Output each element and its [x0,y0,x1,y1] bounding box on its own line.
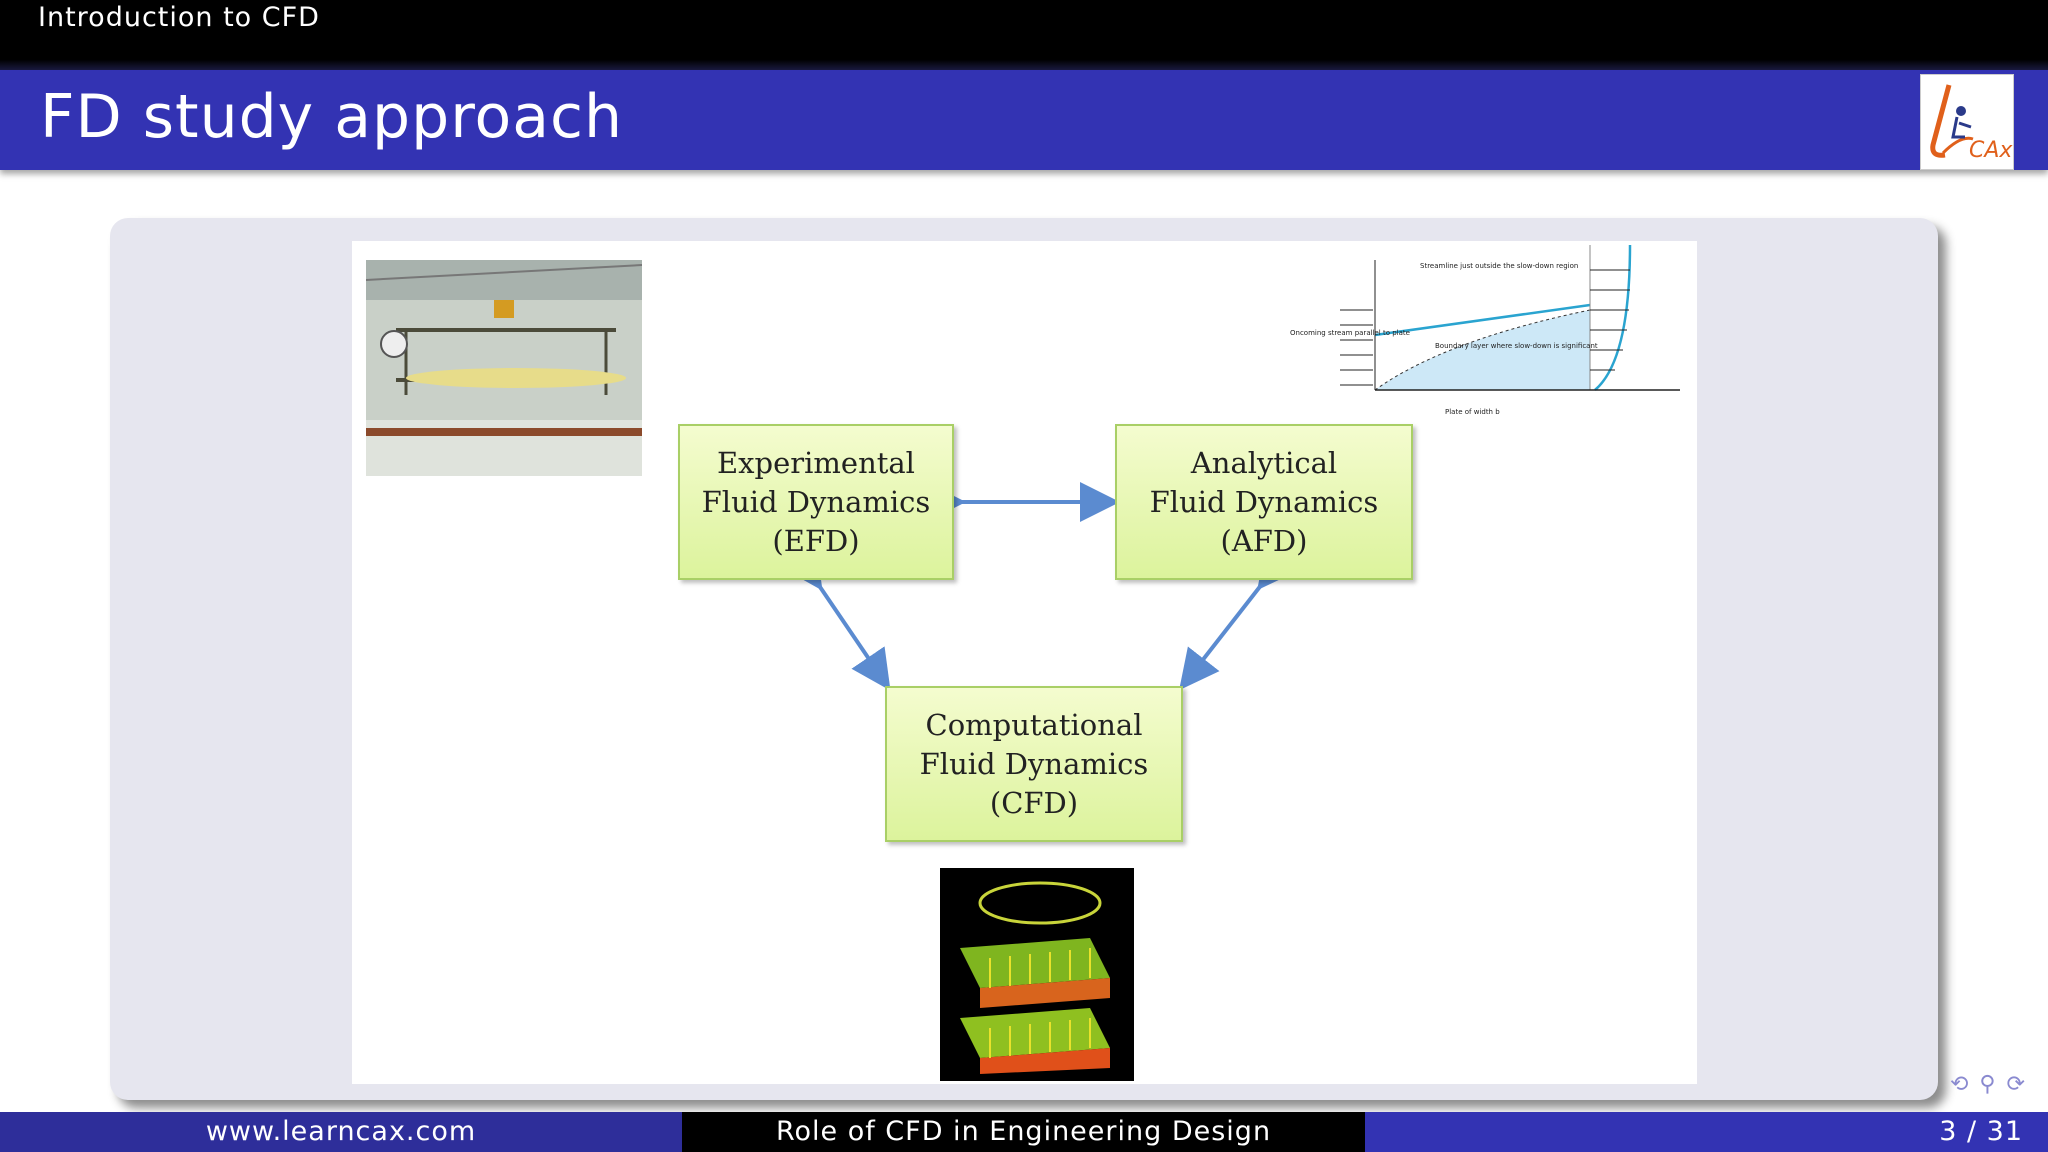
page-number: 3 / 31 [1939,1116,2023,1147]
cfd-line3: (CFD) [989,785,1079,820]
afd-line3: (AFD) [1220,523,1308,558]
cax-logo: CAx [1920,74,2014,170]
logo-text: CAx [1969,138,2013,163]
cfd-line2: Fluid Dynamics [919,746,1149,781]
afd-line1: Analytical [1190,445,1338,480]
efd-line1: Experimental [717,445,915,480]
cfd-box: Computational Fluid Dynamics (CFD) [885,686,1183,842]
beamer-navigation-icons[interactable]: ⟲ ⚲ ⟳ [1950,1072,2027,1097]
efd-box: Experimental Fluid Dynamics (EFD) [678,424,954,580]
footer-bar: www.learncax.com Role of CFD in Engineer… [0,1112,2048,1152]
frame-title: FD study approach [40,82,624,152]
section-title[interactable]: Introduction to CFD [38,2,320,33]
efd-line3: (EFD) [772,523,860,558]
footer-talk-title[interactable]: Role of CFD in Engineering Design [682,1112,1365,1152]
towing-tank-photo [366,260,642,476]
oncoming-stream-label: Oncoming stream parallel to plate [1290,329,1410,337]
frame-title-bar: FD study approach [0,70,2048,170]
afd-line2: Fluid Dynamics [1149,484,1379,519]
heatsink-cfd-image [940,868,1134,1081]
boundary-layer-label: Boundary layer where slow-down is signif… [1435,342,1598,350]
efd-line2: Fluid Dynamics [701,484,931,519]
boundary-layer-diagram: Streamline just outside the slow-down re… [1285,240,1685,420]
section-header-bar: Introduction to CFD [0,0,2048,70]
cfd-line1: Computational [925,707,1143,742]
afd-box: Analytical Fluid Dynamics (AFD) [1115,424,1413,580]
footer-page-number[interactable]: 3 / 31 [1365,1112,2048,1152]
streamline-label: Streamline just outside the slow-down re… [1420,262,1578,270]
plate-label: Plate of width b [1445,408,1500,416]
footer-website[interactable]: www.learncax.com [0,1112,682,1152]
